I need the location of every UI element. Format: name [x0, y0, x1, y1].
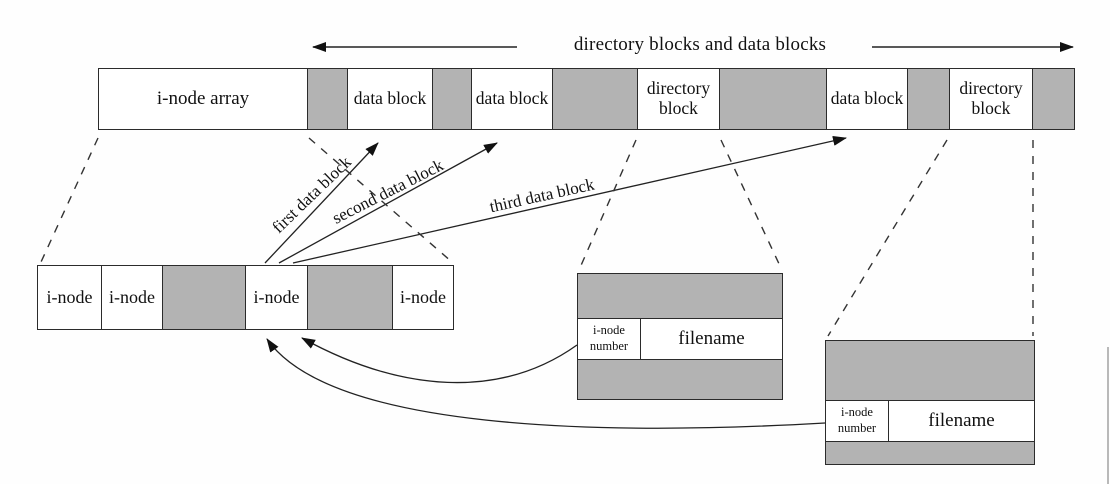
- data-block-3: data block: [827, 69, 908, 129]
- directory-entry: i-node number filename: [578, 318, 782, 360]
- filename-cell: filename: [678, 328, 745, 349]
- inode-cell-1: i-node: [38, 266, 102, 329]
- unlabeled-block: [1033, 69, 1074, 129]
- unlabeled-block: [433, 69, 472, 129]
- unlabeled-inode-cell: [308, 266, 393, 329]
- directory-filler-top: [826, 341, 1034, 400]
- third-data-block-label: third data block: [487, 174, 597, 217]
- data-block-2: data block: [472, 69, 553, 129]
- inode-array-detail-row: i-node i-node i-node i-node: [37, 265, 454, 330]
- data-block-1: data block: [348, 69, 433, 129]
- unlabeled-block: [308, 69, 348, 129]
- directory-filler-bottom: [578, 360, 782, 399]
- inode-array-guide-left: [40, 137, 99, 263]
- directory-block-detail-1: i-node number filename: [577, 273, 783, 400]
- top-span-label: directory blocks and data blocks: [573, 34, 827, 55]
- disk-layout-row: i-node array data block data block direc…: [98, 68, 1075, 130]
- directory2-guide-left: [827, 139, 948, 337]
- directory-filler-bottom: [826, 442, 1034, 464]
- inode-cell-4: i-node: [393, 266, 453, 329]
- directory1-guide-left: [578, 139, 637, 271]
- unlabeled-block: [720, 69, 827, 129]
- unlabeled-block: [553, 69, 638, 129]
- directory-block-2: directory block: [950, 69, 1033, 129]
- directory-entry: i-node number filename: [826, 400, 1034, 442]
- directory-filler-top: [578, 274, 782, 318]
- filename-cell: filename: [928, 410, 995, 431]
- directory-block-detail-2: i-node number filename: [825, 340, 1035, 465]
- inode-cell-2: i-node: [102, 266, 163, 329]
- dir-entry1-to-inode-arrow: [301, 337, 578, 384]
- unlabeled-inode-cell: [163, 266, 246, 329]
- unlabeled-block: [908, 69, 950, 129]
- inode-number-cell: i-node number: [578, 319, 641, 359]
- directory1-guide-right: [720, 139, 782, 269]
- inode-number-cell: i-node number: [826, 401, 889, 441]
- inode-array-block: i-node array: [99, 69, 308, 129]
- directory-block-1: directory block: [638, 69, 720, 129]
- inode-cell-3: i-node: [246, 266, 308, 329]
